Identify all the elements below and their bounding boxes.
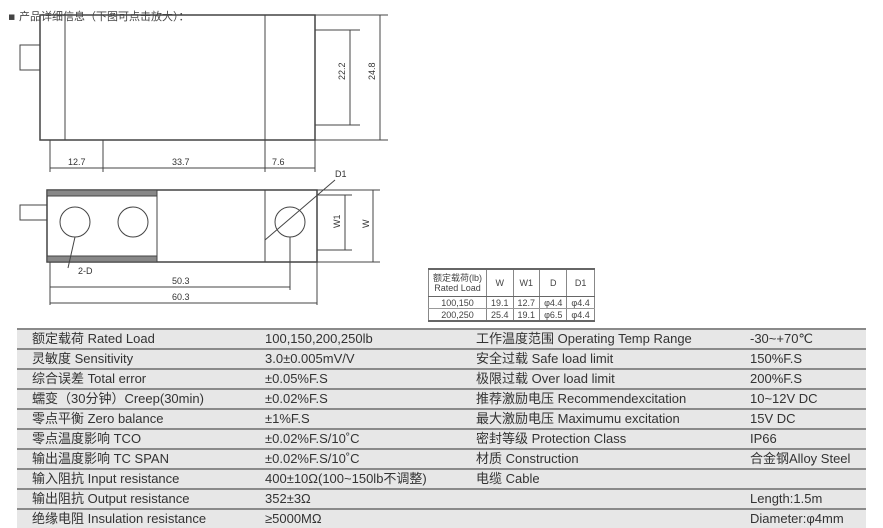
dim-50-3: 50.3 <box>172 276 190 286</box>
spec-table: 额定载荷 Rated Load 100,150,200,250lb 工作温度范围 O… <box>17 328 866 528</box>
spec-label: 最大激励电压 Maximumu excitation <box>476 411 680 426</box>
spec-label <box>468 490 750 508</box>
spec-label: 安全过载 Safe load limit <box>476 351 614 366</box>
spec-value: 100,150,200,250lb <box>265 331 373 346</box>
dim-d1: D1 <box>335 169 347 179</box>
spec-row: 灵敏度 Sensitivity 3.0±0.005mV/V 安全过载 Safe lo… <box>17 348 866 368</box>
spec-row: 额定载荷 Rated Load 100,150,200,250lb 工作温度范围 O… <box>17 328 866 348</box>
spec-label: 零点温度影响 TCO <box>32 431 142 446</box>
spec-row: 输出温度影响 TC SPAN ±0.02%F.S/10˚C 材质 Construct… <box>17 448 866 468</box>
header-d1: D1 <box>566 268 595 297</box>
header-rated-load-en: Rated Load <box>434 283 481 293</box>
header-w1: W1 <box>512 268 541 297</box>
spec-label: 额定载荷 Rated Load <box>32 331 155 346</box>
spec-value: 合金钢Alloy Steel <box>750 451 851 466</box>
spec-value: ±1%F.S <box>265 411 310 426</box>
spec-label: 极限过载 Over load limit <box>476 371 615 386</box>
dim-w1: W1 <box>332 215 342 229</box>
spec-value: 10~12V DC <box>750 391 818 406</box>
spec-value: -30~+70℃ <box>750 331 814 346</box>
cell: φ6.5 <box>539 308 568 322</box>
spec-value: Diameter:φ4mm <box>750 511 844 526</box>
spec-value: 200%F.S <box>750 371 803 386</box>
cell: 12.7 <box>512 296 541 309</box>
dim-w: W <box>361 219 371 228</box>
section-header: ▪ 产品详细信息（下图可点击放大）： <box>8 10 190 23</box>
spec-value: ±0.02%F.S/10˚C <box>265 431 360 446</box>
header-w: W <box>486 268 514 297</box>
spec-label: 材质 Construction <box>476 451 579 466</box>
spec-label: 输出阻抗 Output resistance <box>32 491 190 506</box>
spec-label: 零点平衡 Zero balance <box>32 411 164 426</box>
cell: 19.1 <box>486 296 514 309</box>
spec-label: 灵敏度 Sensitivity <box>32 351 134 366</box>
top-view <box>19 14 388 172</box>
spec-value: 352±3Ω <box>265 491 311 506</box>
dim-60-3: 60.3 <box>172 292 190 302</box>
side-view <box>19 179 380 305</box>
spec-value: ≥5000MΩ <box>265 511 322 526</box>
spec-label: 密封等级 Protection Class <box>476 431 627 446</box>
spec-label: 输出温度影响 TC SPAN <box>32 451 169 466</box>
cell: φ4.4 <box>539 296 568 309</box>
spec-row: 输出阻抗 Output resistance 352±3Ω Length:1.5m <box>17 488 866 508</box>
spec-value: ±0.05%F.S <box>265 371 328 386</box>
spec-value: 15V DC <box>750 411 796 426</box>
spec-value <box>750 470 866 488</box>
spec-row: 输入阻抗 Input resistance 400±10Ω(100~150lb不调… <box>17 468 866 488</box>
spec-row: 零点温度影响 TCO ±0.02%F.S/10˚C 密封等级 Protection … <box>17 428 866 448</box>
spec-label: 电缆 Cable <box>476 471 540 486</box>
dim-7-6: 7.6 <box>272 157 285 167</box>
spec-label: 工作温度范围 Operating Temp Range <box>476 331 692 346</box>
cell: φ4.4 <box>566 308 595 322</box>
spec-row: 综合误差 Total error ±0.05%F.S 极限过载 Over load … <box>17 368 866 388</box>
dim-33-7: 33.7 <box>172 157 190 167</box>
spec-value: Length:1.5m <box>750 491 823 506</box>
spec-value: 400±10Ω(100~150lb不调整) <box>265 471 427 486</box>
header-rated-load-cn: 额定载荷(lb) <box>433 273 482 283</box>
spec-row: 绝缘电阻 Insulation resistance ≥5000MΩ Diamete… <box>17 508 866 528</box>
dimension-drawing: 22.2 24.8 12.7 33.7 7.6 D1 W1 W 2-D 50.3… <box>19 14 388 305</box>
spec-label: 综合误差 Total error <box>32 371 147 386</box>
dim-2-d: 2-D <box>78 266 93 276</box>
cell: 100,150 <box>428 296 487 309</box>
spec-value: IP66 <box>750 431 777 446</box>
spec-value: 150%F.S <box>750 351 803 366</box>
spec-value: ±0.02%F.S/10˚C <box>265 451 360 466</box>
dim-22-2: 22.2 <box>337 62 347 80</box>
cell: φ4.4 <box>566 296 595 309</box>
spec-row: 蠕变（30分钟）Creep(30min) ±0.02%F.S 推荐激励电压 Reco… <box>17 388 866 408</box>
header-rated-load: 额定载荷(lb)Rated Load <box>428 268 487 297</box>
spec-value: ±0.02%F.S <box>265 391 328 406</box>
spec-label <box>468 510 750 528</box>
dim-12-7: 12.7 <box>68 157 86 167</box>
spec-label: 蠕变（30分钟）Creep(30min) <box>32 391 204 406</box>
spec-label: 输入阻抗 Input resistance <box>32 471 180 486</box>
header-d: D <box>539 268 568 297</box>
spec-label: 推荐激励电压 Recommendexcitation <box>476 391 687 406</box>
spec-value: 3.0±0.005mV/V <box>265 351 355 366</box>
cell: 19.1 <box>512 308 541 322</box>
spec-row: 零点平衡 Zero balance ±1%F.S 最大激励电压 Maximumu e… <box>17 408 866 428</box>
dim-24-8: 24.8 <box>367 62 377 80</box>
spec-label: 绝缘电阻 Insulation resistance <box>32 511 207 526</box>
cell: 200,250 <box>428 308 487 322</box>
cell: 25.4 <box>486 308 514 322</box>
